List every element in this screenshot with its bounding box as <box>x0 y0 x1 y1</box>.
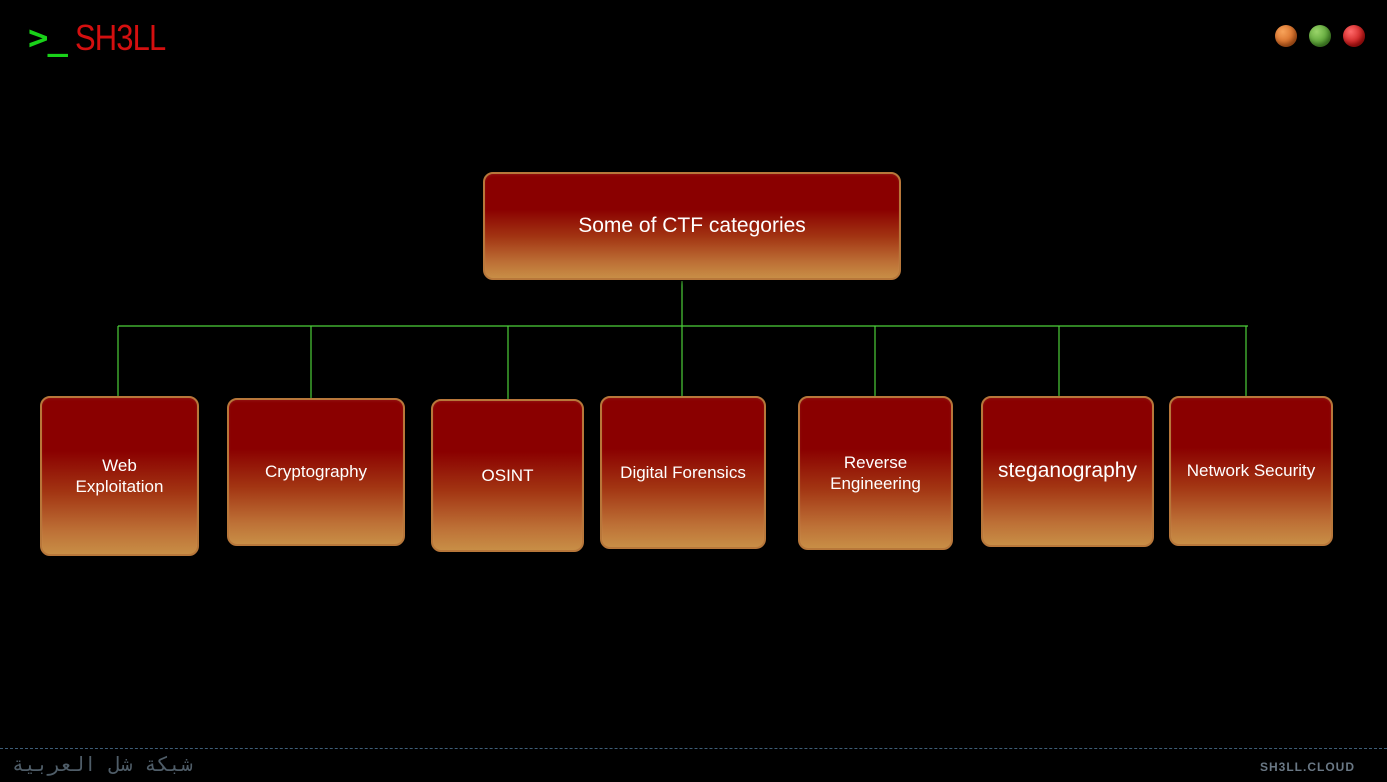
node-reverse-engineering: Reverse Engineering <box>798 396 953 550</box>
node-label: steganography <box>998 459 1137 483</box>
shell-logo: >_ SH3LL <box>28 17 180 58</box>
node-web-exploitation: Web Exploitation <box>40 396 199 556</box>
node-digital-forensics: Digital Forensics <box>600 396 766 549</box>
node-label: Network Security <box>1186 461 1316 481</box>
node-label: Cryptography <box>264 462 368 482</box>
footer-divider <box>0 748 1387 749</box>
footer-arabic-text: شبكة شل العربية <box>12 752 193 776</box>
minimize-button[interactable] <box>1275 25 1297 47</box>
node-osint: OSINT <box>431 399 584 552</box>
node-cryptography: Cryptography <box>227 398 405 546</box>
node-label: OSINT <box>481 465 534 485</box>
node-network-security: Network Security <box>1169 396 1333 546</box>
maximize-button[interactable] <box>1309 25 1331 47</box>
footer-site-label: SH3LL.CLOUD <box>1260 760 1355 774</box>
root-node: Some of CTF categories <box>483 172 901 280</box>
node-steganography: steganography <box>981 396 1154 547</box>
window-controls <box>1275 25 1365 47</box>
node-label: Web Exploitation <box>75 455 164 496</box>
close-button[interactable] <box>1343 25 1365 47</box>
node-label: Digital Forensics <box>620 462 746 482</box>
node-label: Reverse Engineering <box>830 452 921 493</box>
brand-name: SH3LL <box>74 17 166 58</box>
prompt-symbol: >_ <box>28 18 68 58</box>
